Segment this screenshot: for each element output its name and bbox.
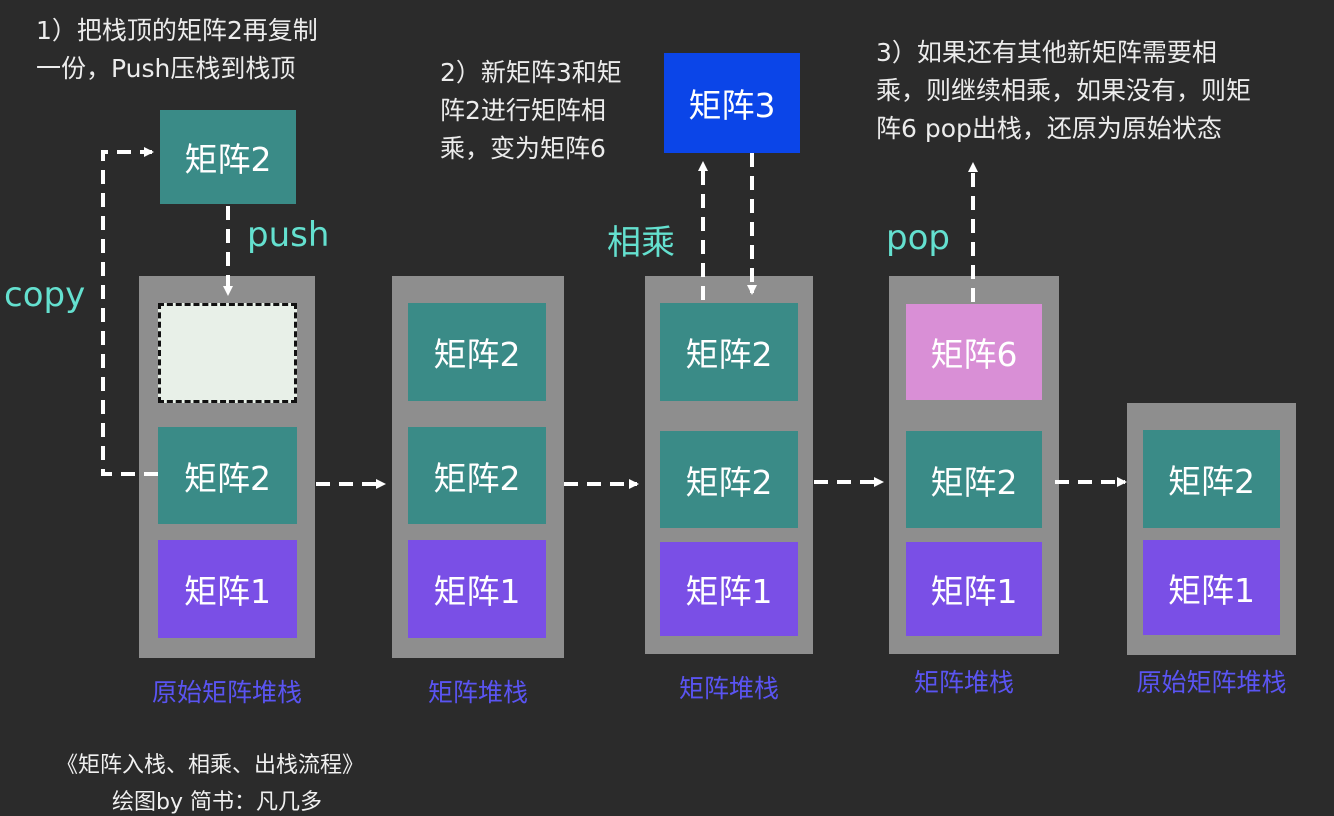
stack-caption: 矩阵堆栈 [427, 678, 528, 707]
diagram-title: 《矩阵入栈、相乘、出栈流程》 [56, 753, 365, 778]
step2-note: 2）新矩阵3和矩 阵2进行矩阵相 乘，变为矩阵6 [440, 54, 622, 168]
step3-note-line1: 3）如果还有其他新矩阵需要相 [876, 38, 1217, 67]
pop-label: pop [886, 218, 950, 258]
stack-cell-matrix1: 矩阵1 [158, 540, 297, 638]
stack-caption: 原始矩阵堆栈 [151, 678, 302, 707]
stack-caption: 矩阵堆栈 [913, 668, 1014, 697]
step2-note-line2: 阵2进行矩阵相 [440, 96, 606, 125]
stack-cell-matrix2: 矩阵2 [906, 431, 1042, 528]
stack-cell-matrix2: 矩阵2 [660, 431, 798, 528]
copied-matrix-box: 矩阵2 [160, 110, 296, 204]
stack-matrix-4: 矩阵6 矩阵2 矩阵1 [889, 276, 1059, 654]
stack-cell-matrix2: 矩阵2 [1143, 430, 1280, 528]
stack-matrix-3: 矩阵2 矩阵2 矩阵1 [645, 276, 813, 654]
step1-note-line1: 1）把栈顶的矩阵2再复制 [36, 16, 318, 45]
diagram-credit: 绘图by 简书：凡几多 [112, 790, 322, 815]
step3-note-line3: 阵6 pop出栈，还原为原始状态 [876, 114, 1222, 143]
stack-original-5: 矩阵2 矩阵1 [1127, 403, 1296, 655]
step2-note-line3: 乘，变为矩阵6 [440, 134, 606, 163]
stack-slot-empty [158, 303, 297, 403]
stack-cell-matrix2: 矩阵2 [660, 303, 798, 401]
step1-note-line2: 一份，Push压栈到栈顶 [36, 54, 296, 83]
stack-cell-matrix1: 矩阵1 [906, 542, 1042, 636]
stack-cell-matrix1: 矩阵1 [1143, 540, 1280, 635]
stack-caption: 矩阵堆栈 [678, 674, 779, 703]
copy-label: copy [4, 275, 86, 315]
stack-cell-matrix1: 矩阵1 [660, 542, 798, 636]
push-label: push [247, 215, 330, 255]
stack-cell-matrix1: 矩阵1 [408, 540, 546, 638]
stack-cell-matrix2: 矩阵2 [408, 427, 546, 524]
stack-original-1: 矩阵2 矩阵1 [139, 276, 315, 658]
step3-note: 3）如果还有其他新矩阵需要相 乘，则继续相乘，如果没有，则矩 阵6 pop出栈，… [876, 34, 1251, 148]
stack-cell-matrix6: 矩阵6 [906, 304, 1042, 400]
multiply-label: 相乘 [607, 223, 675, 263]
step1-note: 1）把栈顶的矩阵2再复制 一份，Push压栈到栈顶 [36, 12, 318, 88]
copy-arrow [101, 147, 158, 476]
stack-caption: 原始矩阵堆栈 [1136, 668, 1287, 697]
new-matrix-box: 矩阵3 [664, 53, 800, 153]
step3-note-line2: 乘，则继续相乘，如果没有，则矩 [876, 76, 1252, 105]
stack-cell-matrix2: 矩阵2 [408, 303, 546, 401]
stack-cell-matrix2: 矩阵2 [158, 427, 297, 524]
step2-note-line1: 2）新矩阵3和矩 [440, 58, 622, 87]
stack-matrix-2: 矩阵2 矩阵2 矩阵1 [392, 276, 564, 658]
